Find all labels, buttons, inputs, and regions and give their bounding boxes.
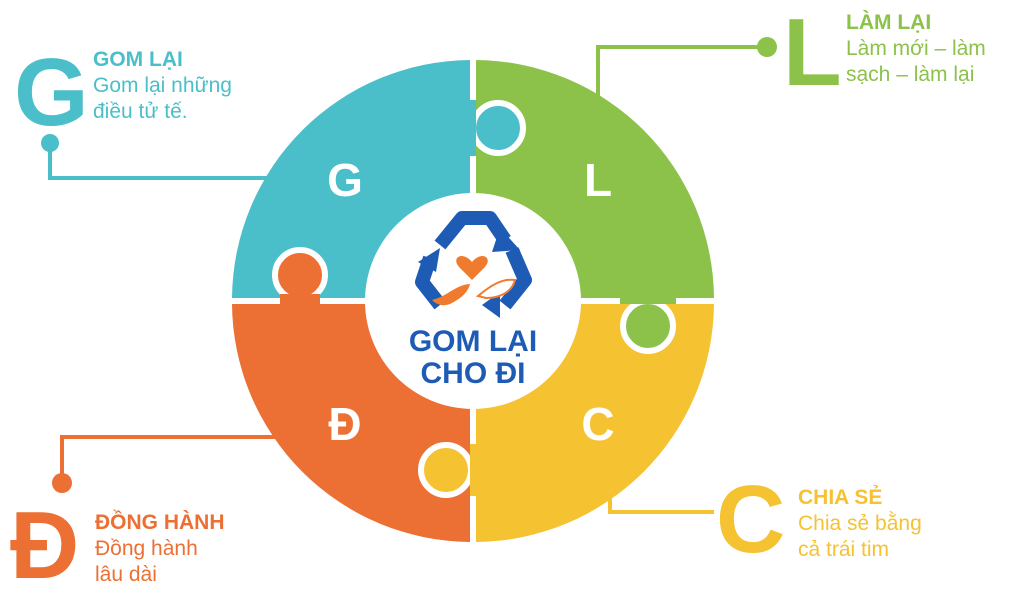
connector-g — [48, 143, 272, 180]
big-letter-c: C — [716, 466, 786, 573]
item-desc: Chia sẻ bằng — [798, 512, 922, 535]
quadrant-letter-g: G — [327, 154, 363, 206]
quadrant-letter-d: Đ — [328, 398, 361, 450]
item-desc: lâu dài — [95, 563, 157, 586]
dot-g — [41, 134, 59, 152]
item-desc: Gom lại những — [93, 74, 232, 97]
item-title: GOM LẠI — [93, 48, 183, 71]
item-desc: Đồng hành — [95, 537, 198, 560]
knob-c — [418, 442, 474, 498]
center-title-line1: GOM LẠI — [409, 325, 537, 358]
item-desc: Làm mới – làm — [846, 37, 986, 60]
big-letter-d: Đ — [10, 492, 80, 599]
center-title-line2: CHO ĐI — [421, 357, 526, 390]
dot-d — [52, 473, 72, 493]
knob-g — [470, 100, 526, 156]
item-chia-se: CHIA SẺ Chia sẻ bằng cả trái tim — [798, 485, 922, 563]
item-title: ĐỒNG HÀNH — [95, 511, 225, 534]
item-lam-lai: LÀM LẠI Làm mới – làm sạch – làm lại — [846, 10, 986, 88]
connector-d — [60, 435, 276, 483]
big-letter-l: L — [783, 0, 842, 106]
quadrant-letter-l: L — [584, 154, 612, 206]
item-dong-hanh: ĐỒNG HÀNH Đồng hành lâu dài — [95, 510, 225, 588]
item-gom-lai: GOM LẠI Gom lại những điều tử tế. — [93, 47, 232, 125]
knob-l — [620, 298, 676, 354]
dot-l — [757, 37, 777, 57]
big-letter-g: G — [14, 39, 89, 146]
center-circle — [365, 193, 581, 409]
item-title: CHIA SẺ — [798, 486, 883, 509]
item-title: LÀM LẠI — [846, 11, 932, 34]
recycle-hands-heart-icon — [415, 211, 532, 318]
item-desc: sạch – làm lại — [846, 63, 975, 86]
quadrant-letter-c: C — [581, 398, 614, 450]
connector-l — [596, 45, 767, 96]
item-desc: điều tử tế. — [93, 100, 188, 123]
item-desc: cả trái tim — [798, 538, 890, 561]
knob-d — [272, 247, 328, 303]
